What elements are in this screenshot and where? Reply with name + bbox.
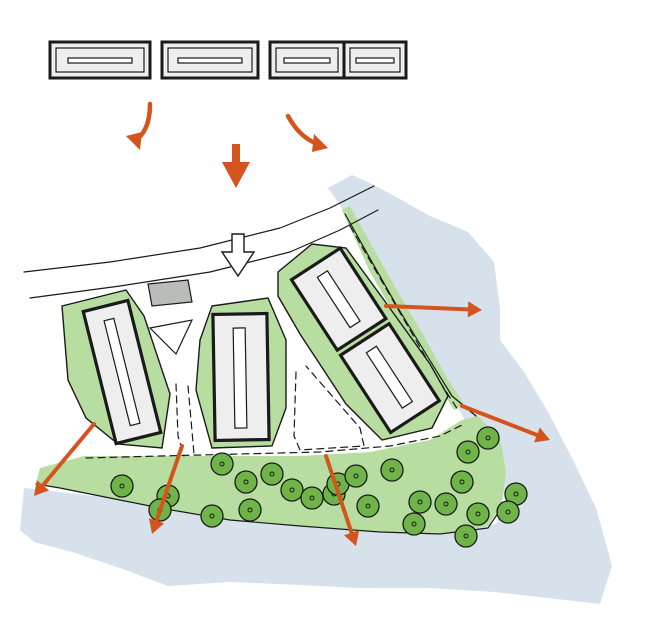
tree-icon bbox=[466, 502, 490, 526]
tree-icon bbox=[408, 490, 432, 514]
down-arrow-icon bbox=[222, 144, 250, 188]
path-dashed-main bbox=[85, 423, 465, 459]
view-arrow-icon bbox=[460, 404, 550, 443]
tree-icon bbox=[280, 478, 304, 502]
tree-icon bbox=[260, 462, 284, 486]
tree-icon bbox=[456, 440, 480, 464]
building-centre bbox=[195, 297, 287, 449]
module-single-a bbox=[48, 40, 152, 80]
building-east-double bbox=[277, 243, 449, 441]
tree-icon bbox=[476, 426, 500, 450]
tree-icon bbox=[380, 458, 404, 482]
tree-icon bbox=[356, 494, 380, 518]
road-edge-south bbox=[29, 209, 379, 299]
tree-icon bbox=[450, 470, 474, 494]
legend-modules bbox=[48, 40, 408, 80]
outline-arrow-icon bbox=[220, 233, 256, 278]
tree-icon bbox=[200, 504, 224, 528]
tree-icon bbox=[210, 452, 234, 476]
path-dashed-east bbox=[349, 225, 459, 411]
path-dashed-west-2 bbox=[187, 385, 195, 455]
tree-icon bbox=[402, 512, 426, 536]
river-water bbox=[20, 175, 612, 604]
tree-icon bbox=[300, 486, 324, 510]
tree-icon bbox=[234, 470, 258, 494]
tree-icon bbox=[238, 498, 262, 522]
tree-icon bbox=[110, 474, 134, 498]
site-boundary-east bbox=[344, 213, 477, 417]
curved-arrow-icon bbox=[126, 101, 153, 150]
tree-icon bbox=[496, 500, 520, 524]
module-double bbox=[268, 40, 408, 80]
entrance-triangle bbox=[148, 319, 194, 356]
path-dashed-centre bbox=[293, 365, 365, 451]
curved-arrow-icon bbox=[285, 113, 328, 152]
view-arrows bbox=[34, 301, 550, 546]
parking-block bbox=[147, 279, 193, 307]
view-arrow-icon bbox=[384, 301, 482, 318]
view-arrow-icon bbox=[148, 444, 184, 534]
tree-icon bbox=[454, 524, 478, 548]
building-west bbox=[61, 289, 171, 449]
tree-icon bbox=[344, 464, 368, 488]
view-arrow-icon bbox=[34, 422, 96, 496]
view-arrow-icon bbox=[324, 454, 360, 546]
module-single-b bbox=[160, 40, 260, 80]
tree-icon bbox=[434, 492, 458, 516]
